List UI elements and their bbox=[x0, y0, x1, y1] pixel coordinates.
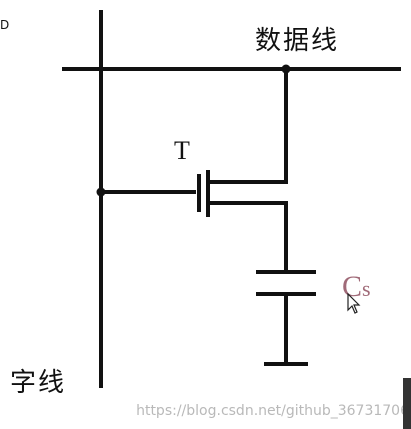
capacitor-label: Cs bbox=[342, 270, 371, 304]
source-wire bbox=[208, 201, 288, 272]
transistor-label: T bbox=[174, 136, 190, 165]
corner-label: D bbox=[0, 18, 10, 32]
capacitor-label-main: C bbox=[342, 270, 363, 303]
junction-dot-data bbox=[281, 64, 291, 74]
drain-wire bbox=[208, 69, 288, 184]
capacitor-label-subscript: s bbox=[362, 276, 371, 301]
mouse-pointer-icon bbox=[347, 293, 361, 314]
junction-dot-word bbox=[96, 187, 106, 197]
data-line-label: 数据线 bbox=[255, 26, 340, 56]
watermark: https://blog.csdn.net/github_36731706 bbox=[136, 403, 409, 419]
edge-strip bbox=[403, 378, 411, 429]
word-line-label: 字线 bbox=[10, 368, 67, 398]
